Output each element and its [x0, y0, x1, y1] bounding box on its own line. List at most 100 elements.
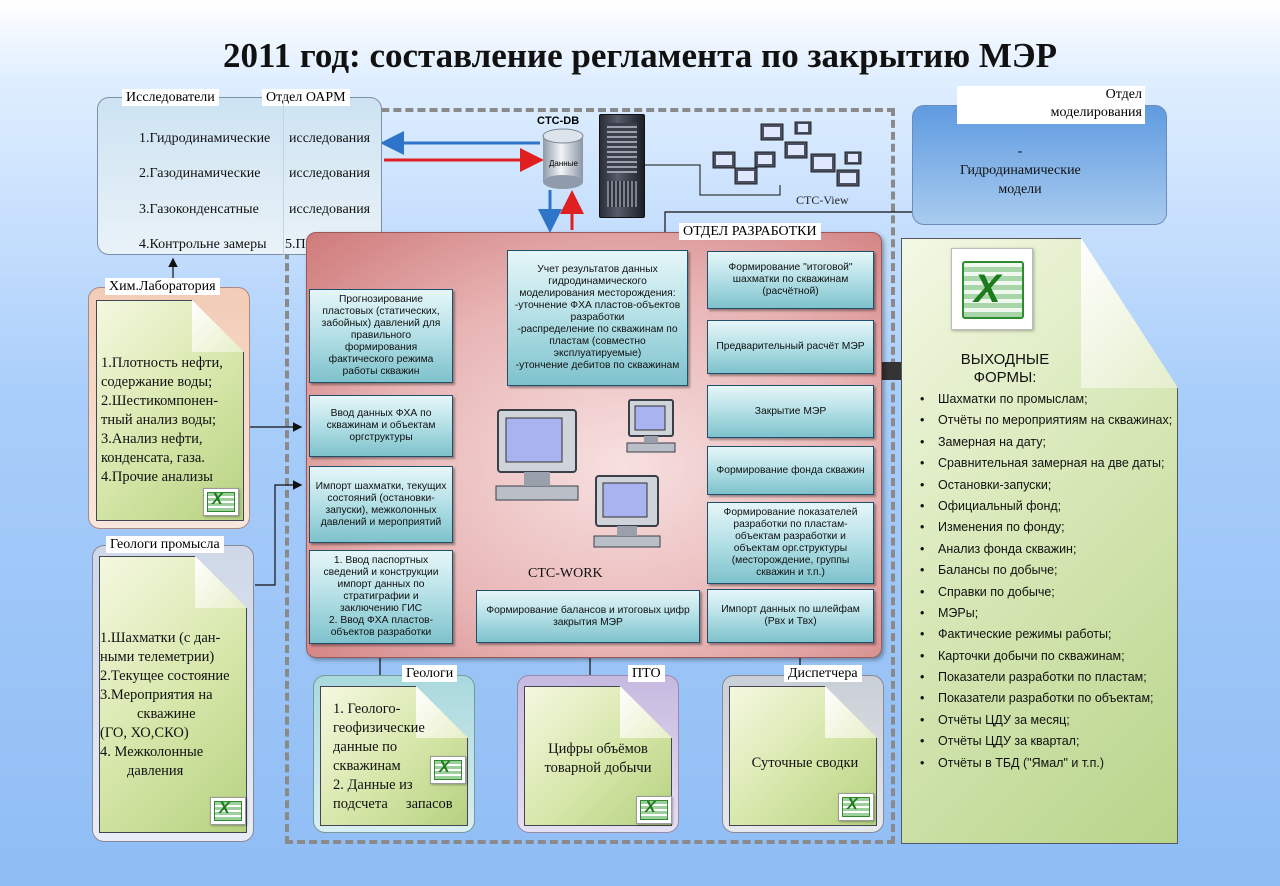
server-to-view-line: [645, 164, 781, 196]
modeling-header-line2: моделирования: [1050, 105, 1142, 120]
output-forms-list: Шахматки по промыслам; Отчёты по меропри…: [918, 390, 1180, 775]
output-form-item: Шахматки по промыслам;: [918, 390, 1180, 408]
researchers-panel: [97, 97, 382, 255]
excel-icon: X: [203, 488, 239, 516]
pto-list: Цифры объёмов товарной добычи: [524, 740, 672, 778]
researchers-row: 1.Гидродинамические: [139, 131, 271, 146]
pto-line: Цифры объёмов: [548, 741, 648, 757]
output-form-item: Сравнительная замерная на две даты;: [918, 454, 1180, 472]
field-geologists-line: ными телеметрии): [100, 649, 215, 665]
researchers-row: исследования: [289, 202, 371, 217]
excel-icon: X: [636, 796, 672, 824]
output-forms-title-line1: ВЫХОДНЫЕ: [960, 351, 1050, 368]
dev-box-prelim-mer: Предварительный расчёт МЭР: [707, 320, 874, 374]
field-geologists-line: 4. Межколонные: [100, 744, 204, 760]
output-form-item: Отчёты ЦДУ за квартал;: [918, 732, 1180, 750]
chem-lab-line: тный анализ воды;: [101, 412, 217, 428]
output-form-item: Замерная на дату;: [918, 433, 1180, 451]
field-geologists-list: 1.Шахматки (с дан- ными телеметрии) 2.Те…: [100, 629, 250, 781]
geoprom-to-dev: [255, 480, 303, 586]
ctc-view-label: CTC-View: [796, 193, 849, 207]
geologists-line: геофизические: [333, 720, 425, 736]
field-geologists-line: 3.Мероприятия на: [100, 687, 213, 703]
system-boundary: [285, 108, 895, 844]
geologists-line: данные по: [333, 739, 398, 755]
output-form-item: МЭРы;: [918, 604, 1180, 622]
output-form-item: Отчёты в ТБД ("Ямал" и т.п.): [918, 754, 1180, 772]
field-geologists-line: 1.Шахматки (с дан-: [100, 630, 221, 646]
field-geologists-line: 2.Текущее состояние: [100, 668, 230, 684]
ctc-view-workstations-icon: [712, 121, 862, 187]
database-label: Данные: [549, 159, 578, 168]
dev-box-modeling-results: Учет результатов данных гидродинамическо…: [507, 250, 688, 386]
output-form-item: Карточки добычи по скважинам;: [918, 647, 1180, 665]
output-form-item: Остановки-запуски;: [918, 476, 1180, 494]
dev-box-fha-input: Ввод данных ФХА по скважинам и объектам …: [309, 395, 453, 457]
chem-lab-line: содержание воды;: [101, 374, 213, 390]
output-forms-title: ВЫХОДНЫЕ ФОРМЫ:: [935, 351, 1075, 387]
field-geologists-line: скважине: [137, 706, 196, 722]
dev-box-close-mer: Закрытие МЭР: [707, 385, 874, 438]
output-form-item: Изменения по фонду;: [918, 518, 1180, 536]
geologists-list: 1. Геолого- геофизические данные по сква…: [333, 700, 473, 814]
dev-box-well-fund: Формирование фонда скважин: [707, 446, 874, 495]
geologists-line: подсчета запасов: [333, 796, 453, 812]
researchers-header-right: Отдел ОАРМ: [262, 89, 350, 106]
dev-box-balances: Формирование балансов и итоговых цифр за…: [476, 590, 700, 643]
field-geologists-header: Геологи промысла: [106, 536, 224, 553]
researchers-row: исследования: [289, 166, 371, 181]
dev-box-forecast-pressure: Прогнозирование пластовых (статических, …: [309, 289, 453, 383]
dispatch-line: Суточные сводки: [751, 755, 859, 771]
modeling-text: - Гидродинамические модели: [960, 144, 1081, 197]
chem-lab-line: 2.Шестикомпонен-: [101, 393, 219, 409]
output-form-item: Справки по добыче;: [918, 583, 1180, 601]
output-form-item: Отчёты по мероприятиям на скважинах;: [918, 411, 1180, 429]
ctc-work-label: CTC-WORK: [528, 566, 603, 581]
chem-lab-line: 1.Плотность нефти,: [101, 355, 223, 371]
excel-icon: X: [430, 756, 466, 784]
researchers-row: исследования: [289, 131, 371, 146]
dev-box-import-loops: Импорт данных по шлейфам (Рвх и Твх): [707, 589, 874, 643]
output-form-item: Официальный фонд;: [918, 497, 1180, 515]
modeling-header-line1: Отдел: [1105, 87, 1142, 102]
excel-icon: X: [838, 793, 874, 821]
pto-line: товарной добычи: [544, 760, 652, 776]
dispatch-list: Суточные сводки: [729, 754, 881, 773]
dev-box-final-shakhmatka: Формирование "итоговой" шахматки по сква…: [707, 251, 874, 309]
geologists-line: 1. Геолого-: [333, 701, 401, 717]
geologists-line: скважинам: [333, 758, 401, 774]
server-icon: [599, 114, 645, 218]
researchers-header-left: Исследователи: [122, 89, 219, 106]
ctc-db-label: CTC-DB: [537, 115, 580, 127]
researchers-row: 2.Газодинамические: [139, 166, 261, 181]
pto-header: ПТО: [628, 665, 665, 682]
chem-lab-header: Хим.Лаборатория: [105, 278, 220, 295]
geologists-line: 2. Данные из: [333, 777, 413, 793]
chem-lab-line: конденсата, газа.: [101, 450, 205, 466]
geologists-header: Геологи: [402, 665, 458, 682]
researchers-row: 4.Контрольне замеры: [139, 237, 267, 252]
computer-icon: [495, 409, 579, 501]
output-forms-title-line2: ФОРМЫ:: [973, 369, 1037, 386]
output-form-item: Показатели разработки по объектам;: [918, 689, 1180, 707]
output-form-item: Показатели разработки по пластам;: [918, 668, 1180, 686]
dev-box-dev-indicators: Формирование показателей разработки по п…: [707, 502, 874, 584]
output-form-item: Балансы по добыче;: [918, 561, 1180, 579]
modeling-panel: [912, 105, 1167, 225]
computer-icon: [626, 399, 676, 453]
output-form-item: Фактические режимы работы;: [918, 625, 1180, 643]
excel-logo-icon: X: [951, 248, 1033, 330]
dev-box-import-shakhmatka: Импорт шахматки, текущих состояний (оста…: [309, 466, 453, 543]
field-geologists-line: (ГО, ХО,СКО): [100, 725, 189, 741]
output-form-item: Отчёты ЦДУ за месяц;: [918, 711, 1180, 729]
dev-dept-header: ОТДЕЛ РАЗРАБОТКИ: [679, 223, 821, 240]
computer-icon: [593, 475, 661, 548]
page-title: 2011 год: составление регламента по закр…: [223, 36, 1057, 75]
database-icon: [542, 128, 584, 189]
chem-lab-list: 1.Плотность нефти, содержание воды; 2.Ше…: [101, 354, 249, 487]
chem-lab-line: 4.Прочие анализы: [101, 469, 213, 485]
dispatch-header: Диспетчера: [784, 665, 862, 682]
researchers-row: 3.Газоконденсатные: [139, 202, 259, 217]
field-geologists-line: давления: [127, 763, 184, 779]
modeling-header: Отдел моделирования: [957, 86, 1145, 124]
